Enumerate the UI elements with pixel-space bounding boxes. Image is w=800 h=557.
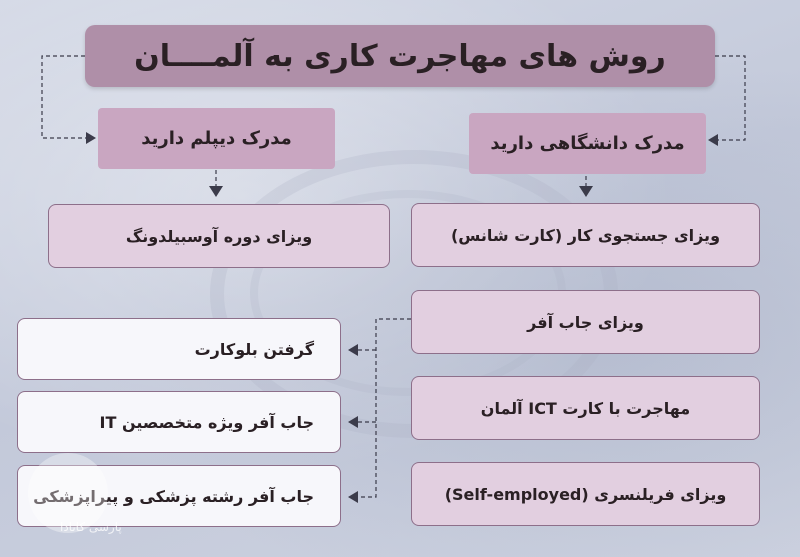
connector-title-diploma xyxy=(41,55,86,139)
freelance-visa-box: ویزای فریلنسری (Self-employed) xyxy=(411,462,760,526)
watermark-text: پارسی کانادا xyxy=(60,520,122,534)
arrow-diploma-down xyxy=(209,186,223,197)
ict-card-box: مهاجرت با کارت ICT آلمان xyxy=(411,376,760,440)
arrow-university-down xyxy=(579,186,593,197)
arrow-sub3 xyxy=(348,491,358,503)
university-degree-header: مدرک دانشگاهی دارید xyxy=(469,113,706,174)
connector-joboffer-bracket xyxy=(358,318,411,498)
diagram-title: روش های مهاجرت کاری به آلمــــان xyxy=(85,25,715,87)
job-offer-visa-box: ویزای جاب آفر xyxy=(411,290,760,354)
arrow-sub2 xyxy=(348,416,358,428)
job-seeker-visa-box: ویزای جستجوی کار (کارت شانس) xyxy=(411,203,760,267)
connector-title-university xyxy=(715,55,746,141)
diploma-header: مدرک دیپلم دارید xyxy=(98,108,335,169)
arrow-university-header xyxy=(708,134,718,146)
arrow-diploma-header xyxy=(86,132,96,144)
medical-job-offer-box: جاب آفر رشته پزشکی و پیراپزشکی xyxy=(17,465,341,527)
ausbildung-visa-box: ویزای دوره آوسبیلدونگ xyxy=(48,204,390,268)
blue-card-box: گرفتن بلوکارت xyxy=(17,318,341,380)
arrow-sub1 xyxy=(348,344,358,356)
it-job-offer-box: جاب آفر ویژه متخصصین IT xyxy=(17,391,341,453)
watermark-logo xyxy=(28,453,108,533)
